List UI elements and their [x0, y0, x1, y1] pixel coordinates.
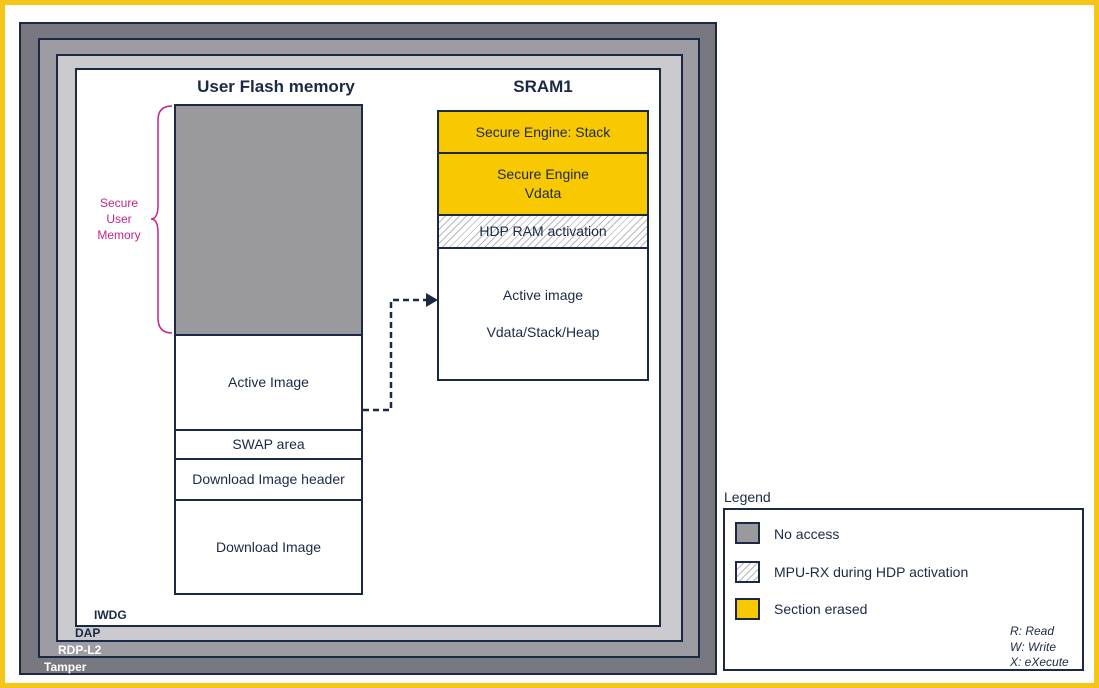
secure-engine-stack-label: Secure Engine: Stack [475, 123, 611, 140]
flash-active-image-label: Active Image [228, 374, 309, 391]
hdp-ram-activation-block: HDP RAM activation [437, 214, 649, 249]
download-image-header-label: Download Image header [192, 471, 345, 488]
legend-label-mpu-rx: MPU-RX during HDP activation [774, 564, 969, 580]
legend-read-note: R: Read [1010, 624, 1055, 638]
copy-arrow-line [363, 298, 428, 412]
dap-label: DAP [75, 626, 101, 640]
tamper-label: Tamper [44, 660, 87, 674]
user-flash-title: User Flash memory [197, 77, 355, 96]
iwdg-label: IWDG [94, 608, 127, 622]
hdp-ram-activation-label: HDP RAM activation [479, 223, 607, 240]
secure-label-line: Secure [99, 196, 139, 210]
sram1-title: SRAM1 [513, 77, 573, 96]
sram-active-image-label: Active image [502, 287, 584, 304]
download-image-block: Download Image [174, 499, 363, 595]
secure-engine-vdata-line2: Vdata [524, 185, 562, 201]
legend-swatch-mpu-rx [735, 561, 760, 583]
secure-memory-brace [150, 105, 173, 334]
secure-user-memory-label: Secure User Memory [86, 195, 152, 243]
legend-swatch-section-erased [735, 598, 760, 620]
legend-swatch-no-access [735, 522, 760, 544]
sram-vdata-stack-heap-label: Vdata/Stack/Heap [486, 324, 600, 340]
legend-write-note: W: Write [1010, 640, 1056, 654]
flash-active-image-block: Active Image [174, 334, 363, 431]
legend-title: Legend [724, 489, 771, 505]
copy-arrow-head [426, 293, 438, 307]
legend-box [723, 508, 1084, 671]
legend-execute-note: X: eXecute [1010, 655, 1069, 669]
download-image-label: Download Image [215, 538, 322, 555]
rdp-l2-label: RDP-L2 [58, 643, 102, 657]
secure-user-memory-block [174, 104, 363, 336]
legend-label-section-erased: Section erased [774, 601, 868, 617]
secure-engine-vdata-line1: Secure Engine [497, 166, 589, 183]
sram-active-image-block: Active image Vdata/Stack/Heap [437, 247, 649, 381]
secure-label-line: Memory [97, 228, 141, 242]
swap-area-label: SWAP area [232, 436, 305, 453]
secure-label-line: User [106, 212, 132, 226]
legend-label-no-access: No access [774, 526, 840, 542]
